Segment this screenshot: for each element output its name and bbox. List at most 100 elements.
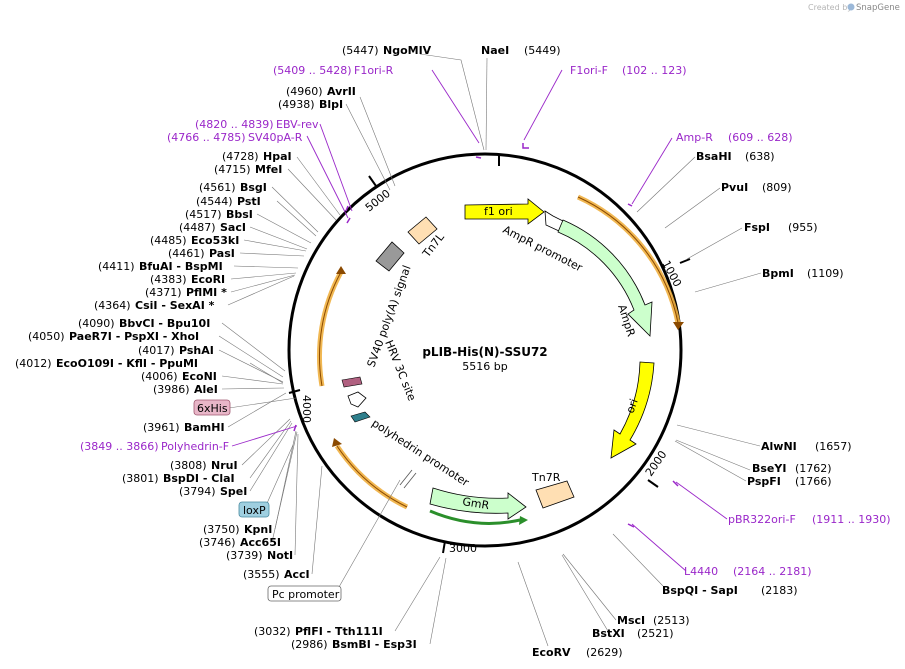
site-pos: (4561) (199, 181, 236, 194)
feature-tn7l (407, 216, 438, 245)
primer-leader-lines (231, 69, 728, 572)
site-pos: (4090) (78, 317, 115, 330)
box-6xhis (193, 399, 231, 416)
site-name: AvrII (327, 85, 356, 98)
orf-arrow-amp (673, 322, 684, 330)
feature-hrv-3c-site-label: HRV 3C site (382, 338, 418, 403)
site-pos: (3808) (170, 459, 207, 472)
site-name: KpnI (244, 523, 272, 536)
primer-range: (4766 .. 4785) (167, 131, 246, 144)
site-name: FspI (744, 221, 770, 234)
site-leader-lines (218, 53, 762, 647)
tick-label-2000: 2000 (643, 448, 670, 478)
primer-range: (4820 .. 4839) (195, 118, 274, 131)
site-name: AleI (194, 383, 218, 396)
feature-hrv-3c-site (350, 411, 371, 423)
site-pos: (4728) (222, 150, 259, 163)
primer-range: (1911 .. 1930) (812, 513, 891, 526)
site-name: MscI (617, 614, 645, 627)
box-6xhis-label: 6xHis (197, 402, 228, 415)
site-name: NotI (267, 549, 293, 562)
site-pos: (3555) (243, 568, 280, 581)
orf-arrow-left-bottom (332, 438, 342, 447)
site-pos: (955) (788, 221, 818, 234)
site-pos: (2513) (653, 614, 690, 627)
site-pos: (4960) (286, 85, 323, 98)
gmr-orf-arrow (519, 516, 528, 525)
feature-gmr-label: GmR (462, 495, 491, 512)
site-pos: (638) (745, 150, 775, 163)
box-loxp (238, 501, 270, 518)
tick-label-3000: 3000 (449, 542, 477, 555)
site-pos: (5447) (342, 44, 379, 57)
orf-arc-cores (318, 196, 679, 508)
feature-ampr (557, 219, 653, 337)
site-pos: (3746) (199, 536, 236, 549)
site-pos: (4938) (278, 98, 315, 111)
site-pos: (4383) (150, 273, 187, 286)
snapgene-logo-icon (847, 3, 855, 11)
site-pos: (3801) (122, 472, 159, 485)
site-name: PstI (237, 195, 261, 208)
site-name: BspQI - SapI (662, 584, 738, 597)
primer-name: EBV-rev (276, 118, 319, 131)
feature-tn7r-label: Tn7R (531, 471, 561, 484)
site-pos: (3961) (143, 421, 180, 434)
site-pos: (3794) (179, 485, 216, 498)
primer-range: (2164 .. 2181) (733, 565, 812, 578)
site-name: Eco53kI (191, 234, 239, 247)
feature-ori (610, 361, 655, 459)
site-pos: (1762) (795, 462, 832, 475)
primer-name: L4440 (684, 565, 718, 578)
site-name: PflFI - Tth111I (295, 625, 383, 638)
site-name: MfeI (255, 163, 282, 176)
site-pos: (4715) (214, 163, 251, 176)
site-name: EcoO109I - KflI - PpuMI (56, 357, 198, 370)
site-name: BsaHI (696, 150, 732, 163)
site-name: PasI (209, 247, 235, 260)
site-pos: (3032) (254, 625, 291, 638)
primer-range: (609 .. 628) (728, 131, 793, 144)
feature-f1-ori-label: f1 ori (484, 205, 513, 218)
primer-name: Amp-R (676, 131, 713, 144)
site-name: AlwNI (761, 440, 797, 453)
site-name: NruI (211, 459, 238, 472)
feature-sv40-polya (375, 241, 405, 272)
site-name: PvuI (721, 181, 748, 194)
site-name: NaeI (481, 44, 509, 57)
site-name: SpeI (220, 485, 247, 498)
box-loxp-label: loxP (243, 504, 266, 517)
feature-loxp-arrow (347, 391, 367, 408)
site-name: HpaI (263, 150, 292, 163)
site-name: EcoRI (191, 273, 225, 286)
site-name: BsmBI - Esp3I (332, 638, 417, 651)
site-pos: (4461) (168, 247, 205, 260)
plasmid-length: 5516 bp (462, 360, 507, 373)
tick-marks (288, 154, 691, 554)
site-pos: (4485) (150, 234, 187, 247)
site-pos: (4050) (28, 330, 65, 343)
feature-gmr (429, 487, 527, 520)
primer-name: pBR322ori-F (728, 513, 796, 526)
site-name: BbvCI - Bpu10I (119, 317, 210, 330)
orf-arrow-left-top (336, 266, 346, 274)
site-pos: (2629) (586, 646, 623, 659)
site-name: BpmI (762, 267, 794, 280)
site-name: BseYI (752, 462, 786, 475)
site-pos: (4012) (15, 357, 52, 370)
site-pos: (1766) (795, 475, 832, 488)
tick-label-5000: 5000 (363, 187, 393, 214)
site-name: EcoNI (182, 370, 217, 383)
tick-label-4000: 4000 (300, 395, 313, 423)
feature-polyhedrin-promoter-marks (399, 469, 417, 489)
site-pos: (4006) (141, 370, 178, 383)
feature-tn7r (535, 480, 575, 509)
site-pos: (3750) (203, 523, 240, 536)
site-name: PshAI (179, 344, 214, 357)
feature-polyhedrin-promoter-label: polyhedrin promoter (369, 417, 471, 490)
primer-range: (102 .. 123) (622, 64, 687, 77)
primer-name: F1ori-R (354, 64, 394, 77)
site-name: BbsI (226, 208, 253, 221)
primer-range: (5409 .. 5428) (273, 64, 352, 77)
